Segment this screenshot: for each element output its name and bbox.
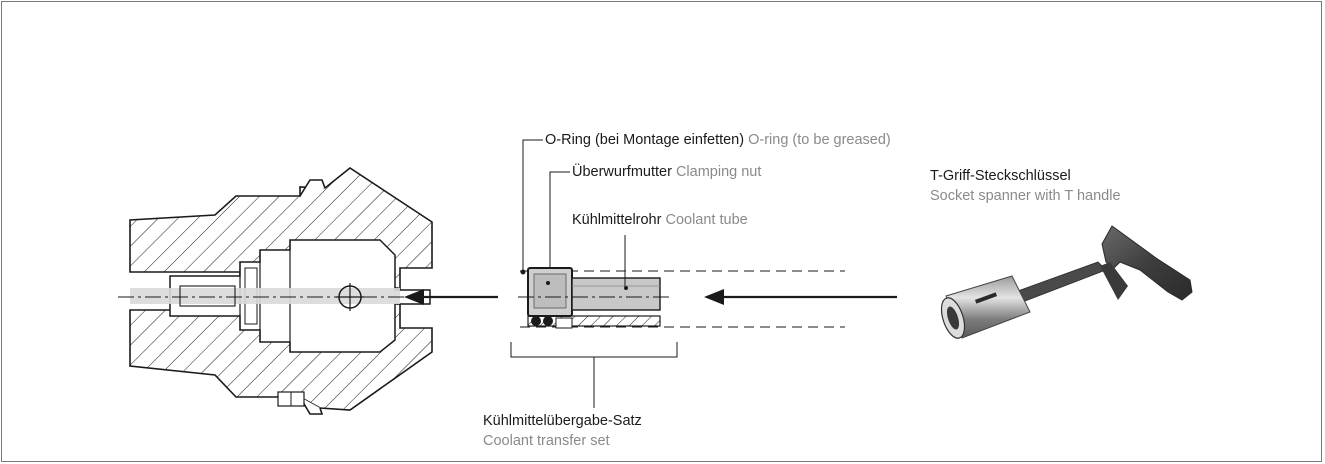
label-o-ring: O-Ring (bei Montage einfetten) O-ring (t… (545, 130, 891, 150)
label-coolant-tube-de: Kühlmittelrohr (572, 212, 662, 228)
label-coolant-transfer-set: Kühlmittelübergabe-Satz Coolant transfer… (483, 411, 642, 451)
label-clamping-nut-de: Überwurfmutter (572, 164, 672, 180)
label-spanner: T-Griff-Steckschlüssel Socket spanner wi… (930, 166, 1121, 206)
t-handle-spanner (940, 225, 1193, 339)
label-o-ring-en: O-ring (to be greased) (748, 132, 891, 148)
label-set-en: Coolant transfer set (483, 433, 610, 449)
label-set-de: Kühlmittelübergabe-Satz (483, 413, 642, 429)
insert-arrow-left (404, 289, 498, 305)
label-clamping-nut-en: Clamping nut (675, 164, 762, 180)
coolant-transfer-part (518, 267, 845, 329)
label-coolant-tube-en: Coolant tube (665, 212, 748, 228)
label-spanner-en: Socket spanner with T handle (930, 188, 1121, 204)
label-clamping-nut: Überwurfmutter Clamping nut (572, 162, 761, 182)
insert-arrow-right (704, 289, 897, 305)
label-o-ring-de: O-Ring (bei Montage einfetten) (545, 132, 745, 148)
leader-lines (510, 139, 678, 408)
label-coolant-tube: Kühlmittelrohr Coolant tube (572, 210, 748, 230)
tool-holder-section (118, 167, 445, 415)
label-spanner-de: T-Griff-Steckschlüssel (930, 168, 1071, 184)
